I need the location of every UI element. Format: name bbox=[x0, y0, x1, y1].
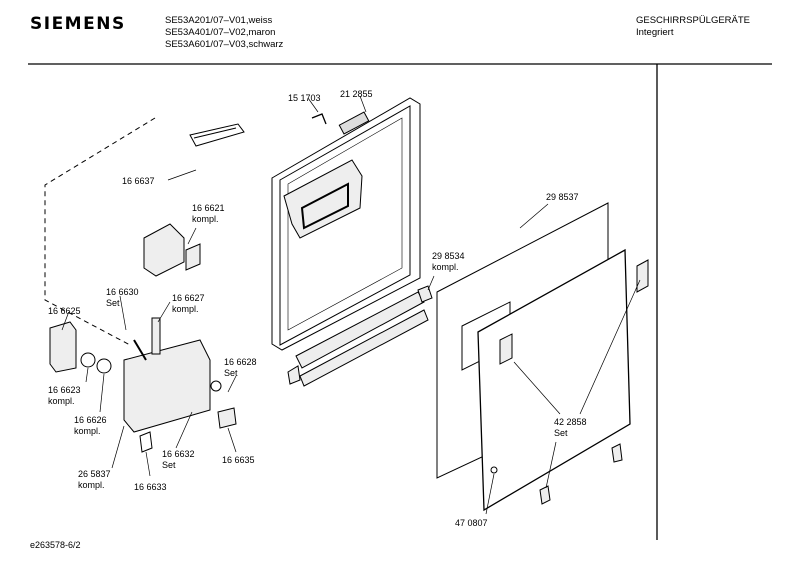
part-number: 29 8534 bbox=[432, 251, 465, 261]
knob-ring bbox=[80, 352, 96, 368]
category-title: GESCHIRRSPÜLGERÄTE bbox=[636, 15, 751, 26]
part-label: 16 6621 kompl. bbox=[192, 203, 225, 224]
indicator-stem bbox=[151, 317, 161, 355]
model-line: SE53A201/07–V01,weiss bbox=[165, 15, 273, 26]
part-number: 26 5837 bbox=[78, 469, 111, 479]
brand-logo: SIEMENS bbox=[30, 14, 126, 34]
part-number: 16 6626 bbox=[74, 415, 107, 425]
o-ring bbox=[210, 380, 222, 392]
part-label: 21 2855 bbox=[340, 89, 373, 99]
category-block: GESCHIRRSPÜLGERÄTE Integriert bbox=[636, 15, 750, 39]
part-label: 29 8534 kompl. bbox=[432, 251, 465, 272]
part-label: 47 0807 bbox=[455, 518, 488, 528]
drawing-id: e263578-6/2 bbox=[30, 540, 81, 550]
part-note: Set bbox=[106, 297, 120, 308]
bracket bbox=[287, 365, 301, 385]
part-note: Set bbox=[554, 427, 568, 438]
part-number: 16 6623 bbox=[48, 385, 81, 395]
part-label: 29 8537 bbox=[546, 192, 579, 202]
part-number: 16 6621 bbox=[192, 203, 225, 213]
screw bbox=[311, 113, 327, 125]
model-list: SE53A201/07–V01,weiss SE53A401/07–V02,ma… bbox=[165, 15, 283, 51]
part-note: kompl. bbox=[192, 213, 219, 224]
part-label: 16 6637 bbox=[122, 176, 155, 186]
leader-lines bbox=[61, 95, 641, 515]
bracket bbox=[139, 431, 153, 453]
panel-hole bbox=[490, 466, 498, 474]
part-number: 16 6632 bbox=[162, 449, 195, 459]
part-note: kompl. bbox=[78, 479, 105, 490]
part-label: 42 2858 Set bbox=[554, 417, 587, 438]
part-label: 15 1703 bbox=[288, 93, 321, 103]
part-label: 16 6627 kompl. bbox=[172, 293, 205, 314]
control-unit bbox=[123, 339, 211, 433]
part-label: 16 6630 Set bbox=[106, 287, 139, 308]
knob-housing bbox=[49, 321, 77, 373]
part-note: kompl. bbox=[172, 303, 199, 314]
switch-block bbox=[217, 407, 237, 429]
handle-frame bbox=[189, 123, 245, 147]
hinge-clip bbox=[539, 485, 551, 505]
knob-ring bbox=[96, 358, 112, 374]
clip bbox=[133, 339, 147, 361]
part-number: 16 6630 bbox=[106, 287, 139, 297]
panel-pad bbox=[499, 333, 513, 365]
part-label: 16 6623 kompl. bbox=[48, 385, 81, 406]
part-note: kompl. bbox=[432, 261, 459, 272]
category-subtitle: Integriert bbox=[636, 27, 674, 38]
inner-door-panel bbox=[271, 97, 429, 387]
part-label: 16 6632 Set bbox=[162, 449, 195, 470]
hinge-clip bbox=[611, 443, 623, 463]
part-label: 16 6635 bbox=[222, 455, 255, 465]
part-number: 42 2858 bbox=[554, 417, 587, 427]
part-note: Set bbox=[162, 459, 176, 470]
display-pad bbox=[185, 243, 201, 271]
part-label: 16 6633 bbox=[134, 482, 167, 492]
model-line: SE53A601/07–V03,schwarz bbox=[165, 39, 284, 50]
part-label: 26 5837 kompl. bbox=[78, 469, 111, 490]
part-number: 16 6627 bbox=[172, 293, 205, 303]
part-number: 16 6628 bbox=[224, 357, 257, 367]
hinge-bracket bbox=[417, 285, 433, 303]
panel-pad bbox=[636, 259, 649, 293]
assembly-dashed-line bbox=[44, 117, 156, 346]
part-label: 16 6626 kompl. bbox=[74, 415, 107, 436]
part-label: 16 6628 Set bbox=[224, 357, 257, 378]
part-label: 16 6625 bbox=[48, 306, 81, 316]
part-note: kompl. bbox=[48, 395, 75, 406]
part-note: kompl. bbox=[74, 425, 101, 436]
part-note: Set bbox=[224, 367, 238, 378]
decor-panel-front bbox=[477, 248, 631, 512]
display-module bbox=[143, 223, 185, 277]
model-line: SE53A401/07–V02,maron bbox=[165, 27, 276, 38]
